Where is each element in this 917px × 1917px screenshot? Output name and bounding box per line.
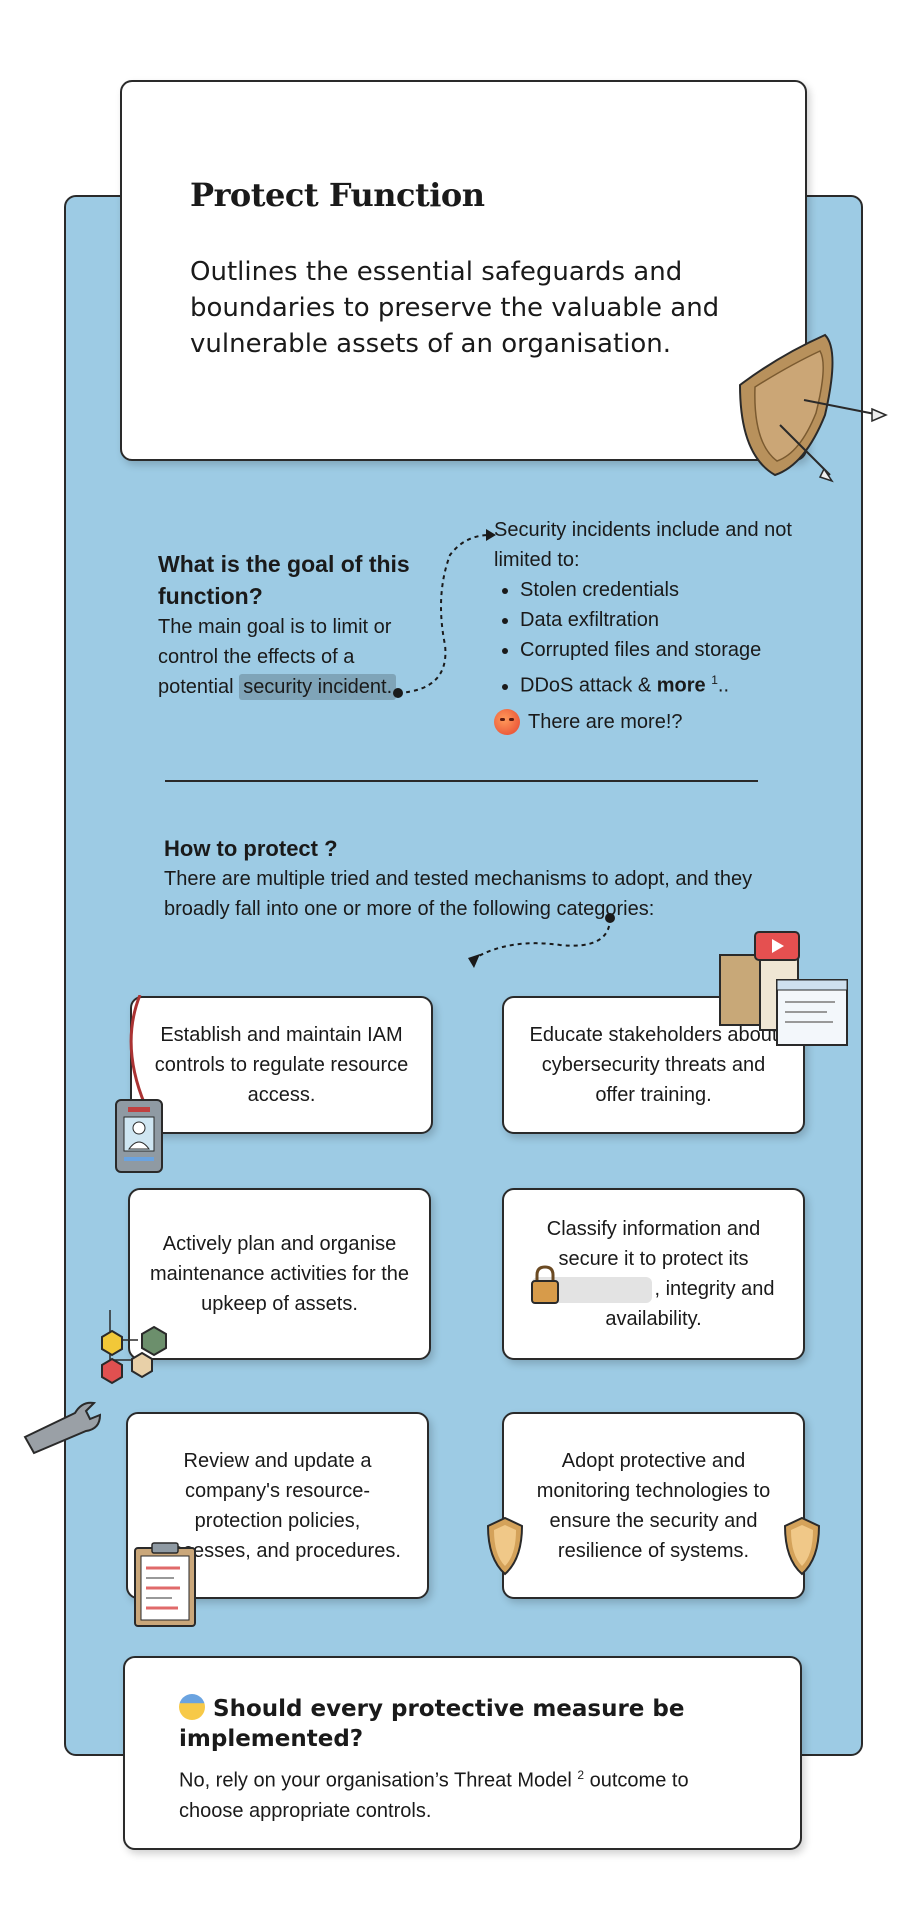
shield-icon <box>783 1516 821 1576</box>
bottom-text-start: No, rely on your organisation’s Threat M… <box>179 1769 572 1792</box>
how-section: How to protect ? There are multiple trie… <box>164 834 784 924</box>
goal-highlight: security incident. <box>239 674 397 700</box>
dotted-connector-arrow-2 <box>468 913 615 968</box>
list-item-text: DDoS attack & <box>520 674 652 697</box>
how-title: How to protect ? <box>164 836 338 861</box>
goal-title: What is the goal of this function? <box>158 551 410 609</box>
bottom-text: No, rely on your organisation’s Threat M… <box>179 1760 739 1826</box>
more-bold: more <box>656 674 706 697</box>
books-video-icon <box>719 931 848 1046</box>
incidents-intro: Security incidents include and not limit… <box>494 519 792 571</box>
clipboard-icon <box>134 1542 196 1627</box>
angry-face-emoji <box>494 708 520 735</box>
category-card-maintenance: Actively plan and organise maintenance a… <box>128 1188 431 1360</box>
list-item: Corrupted files and storage <box>520 635 794 665</box>
footnote-ref-2[interactable]: 2 <box>577 1768 585 1782</box>
bottom-text-end: outcome to choose appropriate controls. <box>179 1769 689 1822</box>
category-card-iam: Establish and maintain IAM controls to r… <box>130 996 433 1134</box>
bottom-question-card: Should every protective measure be imple… <box>123 1656 802 1850</box>
page-title: Protect Function <box>190 176 485 214</box>
header-description: Outlines the essential safeguards and bo… <box>190 257 720 359</box>
divider <box>165 780 758 782</box>
list-item: Data exfiltration <box>520 605 794 635</box>
how-text: There are multiple tried and tested mech… <box>164 868 753 920</box>
category-text-tail: , integrity and availability. <box>605 1278 775 1330</box>
wrench-hexagons-icon <box>23 1310 167 1455</box>
category-text: Actively plan and organise maintenance a… <box>149 1233 410 1315</box>
padlock-icon <box>531 1265 559 1304</box>
goal-section: What is the goal of this function? The m… <box>158 548 418 702</box>
list-item: Stolen credentials <box>520 575 794 605</box>
footnote-ref-1[interactable]: 1 <box>711 673 718 687</box>
incidents-list: Stolen credentials Data exfiltration Cor… <box>494 575 794 701</box>
id-badge-icon <box>115 995 163 1173</box>
category-text: Review and update a company's resource-p… <box>154 1449 401 1562</box>
bottom-title-text: Should every protective measure be imple… <box>179 1696 685 1752</box>
bottom-title: Should every protective measure be imple… <box>179 1694 699 1754</box>
header-card: Protect Function Outlines the essential … <box>120 80 807 461</box>
incidents-section: Security incidents include and not limit… <box>494 515 794 737</box>
shield-with-arrows-icon <box>738 333 888 483</box>
list-item: DDoS attack & more 1.. <box>520 665 794 701</box>
category-text: Establish and maintain IAM controls to r… <box>154 1024 409 1106</box>
category-text-start: Classify information and secure it to pr… <box>546 1218 761 1270</box>
category-text: Adopt protective and monitoring technolo… <box>536 1449 771 1562</box>
goal-text: The main goal is to limit or control the… <box>158 612 418 702</box>
category-text: Educate stakeholders about cybersecurity… <box>529 1024 778 1106</box>
dotted-connector-arrow <box>393 529 496 698</box>
goal-text-body: The main goal is to limit or control the… <box>158 616 392 698</box>
scared-face-emoji <box>179 1694 205 1720</box>
category-card-technologies: Adopt protective and monitoring technolo… <box>502 1412 805 1599</box>
list-item-end: .. <box>717 674 730 697</box>
more-question-text: There are more!? <box>528 710 683 733</box>
more-question: There are more!? <box>494 707 794 737</box>
shield-icon <box>486 1516 524 1576</box>
